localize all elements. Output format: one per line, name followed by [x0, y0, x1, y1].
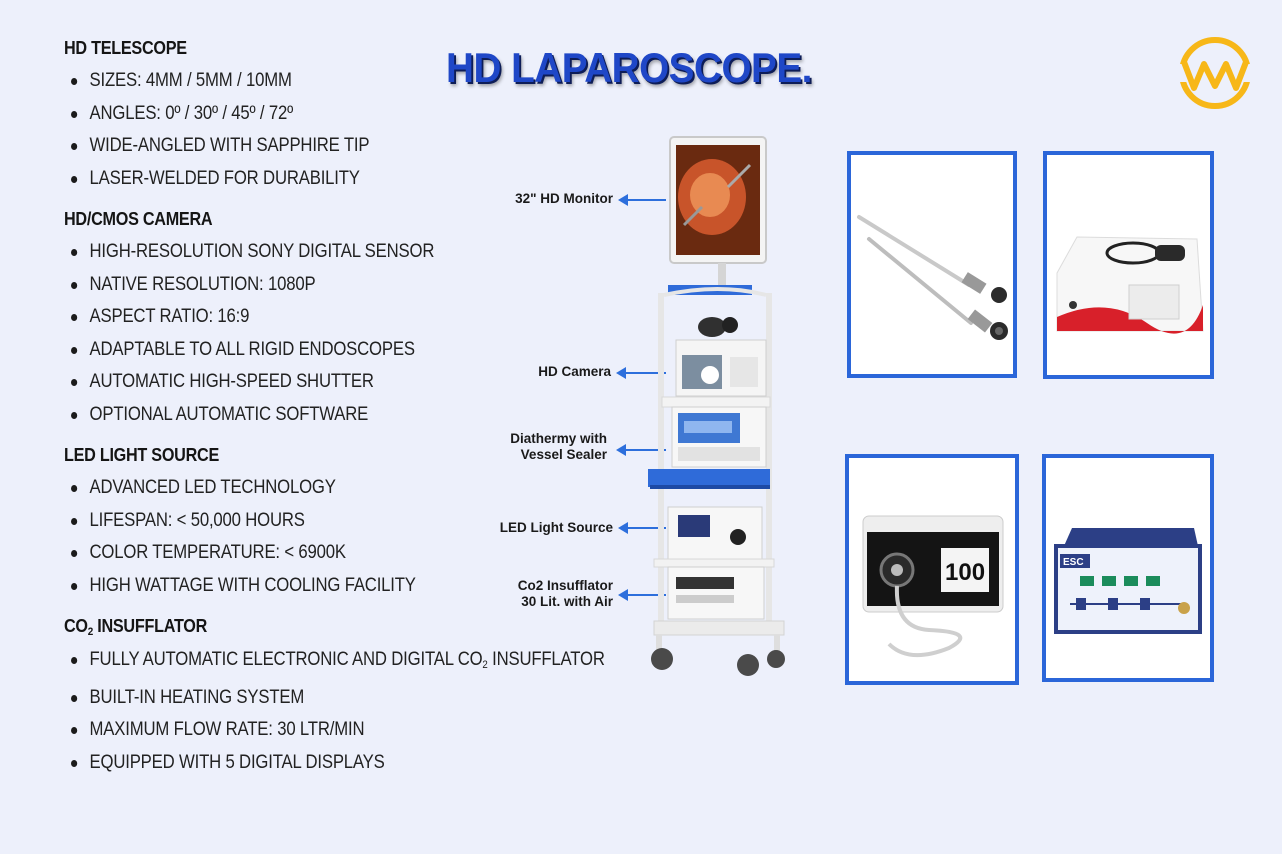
bullet-icon: [71, 314, 78, 321]
display-readout: 100: [945, 559, 985, 586]
arrow-left-icon: [618, 194, 666, 206]
section-heading: HD TELESCOPE: [64, 38, 187, 58]
label-led-light-source: LED Light Source: [499, 520, 613, 535]
bullet-icon: [71, 727, 78, 734]
bullet-icon: [71, 175, 78, 183]
bullet-icon: [71, 281, 78, 289]
spec-section-co2: CO2 INSUFFLATOR FULLY AUTOMATIC ELECTRON…: [64, 616, 624, 779]
bullet-icon: [71, 346, 78, 354]
list-item: HIGH WATTAGE WITH COOLING FACILITY: [64, 570, 557, 603]
camera-unit-product-tile: [1043, 151, 1214, 379]
page-title: HD LAPAROSCOPE.: [446, 44, 812, 91]
spec-section-telescope: HD TELESCOPE SIZES: 4MM / 5MM / 10MM ANG…: [64, 38, 624, 195]
bullet-icon: [71, 143, 78, 150]
spec-section-led: LED LIGHT SOURCE ADVANCED LED TECHNOLOGY…: [64, 445, 624, 602]
label-diathermy: Diathermy with Vessel Sealer: [510, 431, 607, 462]
list-item: FULLY AUTOMATIC ELECTRONIC AND DIGITAL C…: [64, 644, 605, 682]
led-light-source-product-tile: 100: [845, 454, 1019, 685]
list-item: ADVANCED LED TECHNOLOGY: [64, 472, 557, 505]
bullet-icon: [71, 657, 78, 664]
list-item: WIDE-ANGLED WITH SAPPHIRE TIP: [64, 130, 557, 163]
section-heading: HD/CMOS CAMERA: [64, 209, 213, 229]
list-item: HIGH-RESOLUTION SONY DIGITAL SENSOR: [64, 236, 557, 269]
bullet-icon: [71, 550, 78, 557]
insufflator-product-tile: ESC: [1042, 454, 1214, 682]
bullet-icon: [71, 110, 78, 118]
bullet-icon: [71, 379, 78, 386]
bullet-icon: [71, 485, 78, 492]
list-item: ADAPTABLE TO ALL RIGID ENDOSCOPES: [64, 334, 557, 367]
insufflator-image: ESC: [1054, 528, 1202, 634]
arrow-left-icon: [618, 522, 666, 534]
arrow-left-icon: [618, 589, 666, 601]
led-light-source-image: 100: [862, 515, 1004, 658]
list-item: AUTOMATIC HIGH-SPEED SHUTTER: [64, 366, 557, 399]
camera-unit-image: [1056, 236, 1204, 334]
wm-logo-icon: [1176, 37, 1254, 109]
list-item: LASER-WELDED FOR DURABILITY: [64, 163, 557, 196]
section-heading: CO2 INSUFFLATOR: [64, 616, 208, 638]
section-heading: LED LIGHT SOURCE: [64, 445, 219, 465]
telescope-image: [857, 215, 1008, 340]
list-item: ANGLES: 0º / 30º / 45º / 72º: [64, 98, 557, 131]
spec-section-camera: HD/CMOS CAMERA HIGH-RESOLUTION SONY DIGI…: [64, 209, 624, 431]
label-monitor: 32" HD Monitor: [515, 191, 613, 206]
label-camera: HD Camera: [538, 364, 611, 379]
list-item: COLOR TEMPERATURE: < 6900K: [64, 537, 557, 570]
spec-list: HD TELESCOPE SIZES: 4MM / 5MM / 10MM ANG…: [64, 38, 624, 793]
bullet-icon: [71, 759, 78, 767]
label-co2-insufflator: Co2 Insufflator 30 Lit. with Air: [517, 578, 613, 609]
equipment-tower-image: [648, 136, 785, 676]
list-item: OPTIONAL AUTOMATIC SOFTWARE: [64, 399, 557, 432]
arrow-left-icon: [616, 367, 666, 379]
list-item: MAXIMUM FLOW RATE: 30 LTR/MIN: [64, 714, 557, 747]
bullet-icon: [71, 582, 78, 590]
bullet-icon: [71, 411, 78, 419]
bullet-icon: [71, 78, 78, 85]
arrow-left-icon: [616, 444, 666, 456]
list-item: EQUIPPED WITH 5 DIGITAL DISPLAYS: [64, 747, 557, 780]
bullet-icon: [71, 249, 78, 256]
list-item: LIFESPAN: < 50,000 HOURS: [64, 505, 557, 538]
list-item: BUILT-IN HEATING SYSTEM: [64, 682, 557, 715]
list-item: ASPECT RATIO: 16:9: [64, 301, 557, 334]
telescope-product-tile: [847, 151, 1017, 378]
bullet-icon: [71, 517, 78, 525]
bullet-icon: [71, 694, 78, 702]
list-item: NATIVE RESOLUTION: 1080P: [64, 269, 557, 302]
list-item: SIZES: 4MM / 5MM / 10MM: [64, 65, 557, 98]
brand-label: ESC: [1063, 557, 1084, 568]
